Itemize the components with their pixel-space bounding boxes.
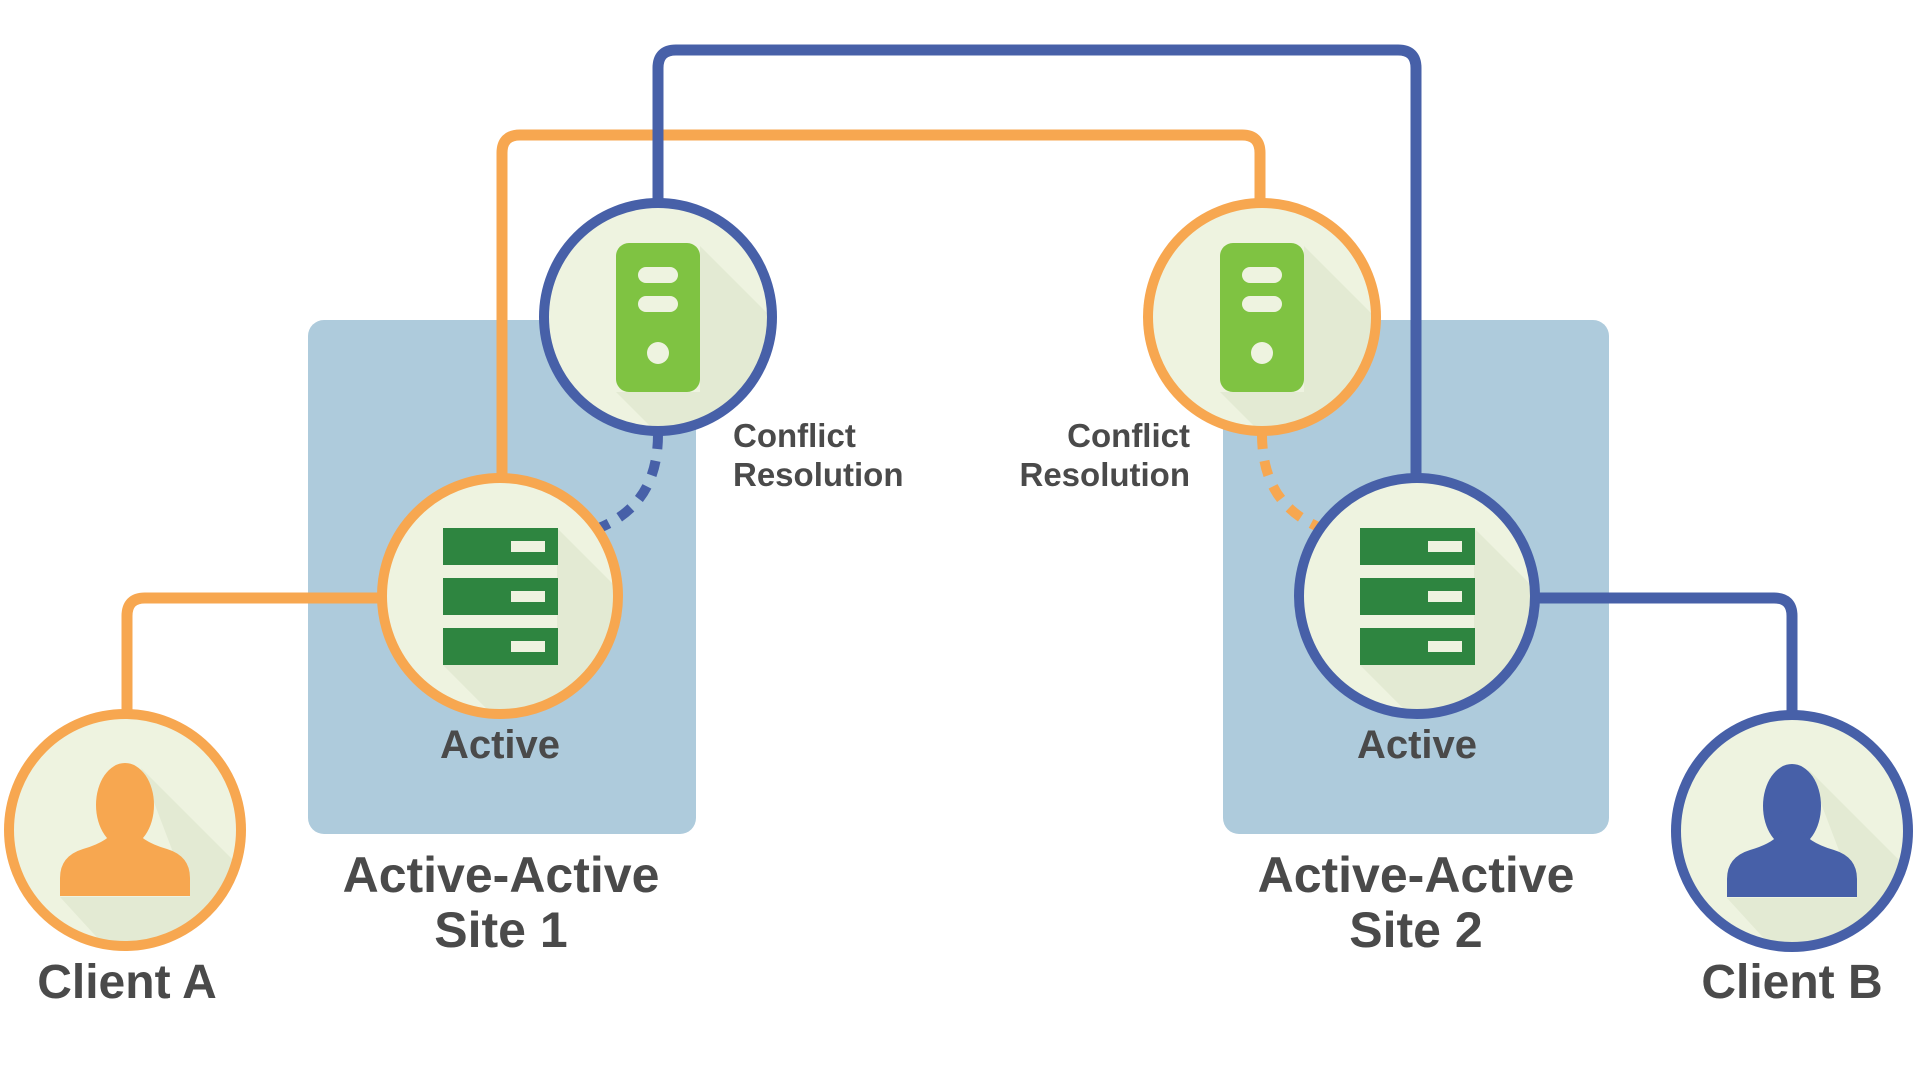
site1-label-line1: Active-Active	[342, 847, 660, 903]
site1-label: Active-Active Site 1	[343, 848, 660, 958]
node-ring	[539, 198, 777, 436]
client-b-link	[1526, 592, 1798, 722]
active-label-site2: Active	[1356, 723, 1478, 767]
database-stack-icon	[1360, 528, 1475, 665]
node-ring	[1671, 710, 1913, 952]
active-node-site1	[377, 473, 623, 719]
conflict-node-site1	[539, 198, 777, 436]
conflict-resolution-line1: Conflict	[733, 417, 856, 454]
site1-label-line2: Site 1	[434, 902, 568, 958]
person-icon	[1727, 764, 1857, 897]
database-stack-icon	[443, 528, 558, 665]
conflict-resolution-line2: Resolution	[733, 456, 904, 493]
site2-label-line1: Active-Active	[1257, 847, 1575, 903]
person-icon	[60, 763, 190, 896]
replication-link-active1-to-conflict2	[496, 129, 1266, 485]
active-label-site1: Active	[439, 723, 561, 767]
conflict-resolution-label-site2: Conflict Resolution	[1020, 416, 1191, 494]
conflict-resolution-line1: Conflict	[1067, 417, 1190, 454]
conflict-resolution-label-site1: Conflict Resolution	[733, 416, 904, 494]
client-a-label: Client A	[37, 956, 217, 1009]
node-ring	[377, 473, 623, 719]
client-b-label: Client B	[1701, 956, 1883, 1009]
node-ring	[1294, 473, 1540, 719]
tower-server-icon	[616, 243, 700, 392]
client-a-node	[4, 709, 246, 951]
client-b-node	[1671, 710, 1913, 952]
conflict-sync-dashed-link-site1	[597, 433, 663, 533]
client-a-link	[121, 592, 392, 722]
site2-label-line2: Site 2	[1349, 902, 1483, 958]
active-node-site2	[1294, 473, 1540, 719]
conflict-sync-dashed-link-site2	[1257, 433, 1323, 533]
tower-server-icon	[1220, 243, 1304, 392]
conflict-resolution-line2: Resolution	[1019, 456, 1191, 493]
node-ring	[1143, 198, 1381, 436]
replication-link-conflict1-to-active2	[652, 44, 1422, 485]
conflict-node-site2	[1143, 198, 1381, 436]
site2-label: Active-Active Site 2	[1258, 848, 1575, 958]
node-ring	[4, 709, 246, 951]
